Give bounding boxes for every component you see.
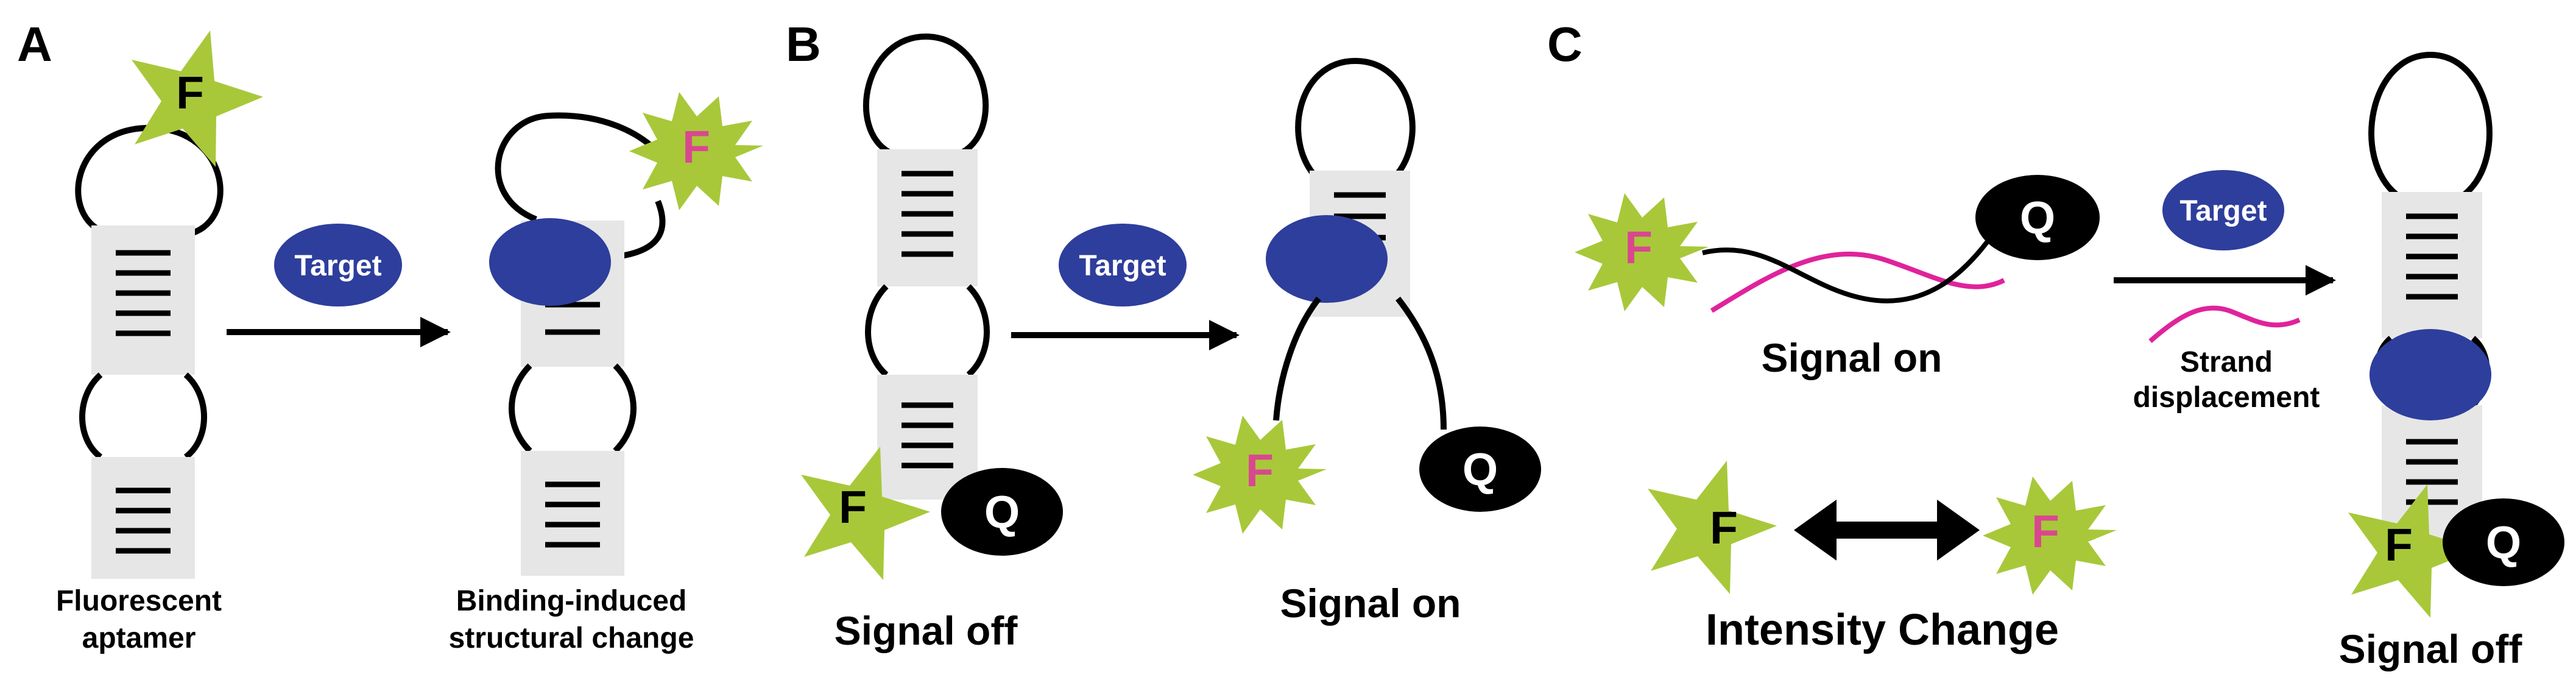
fluorophore-burst: F: [1193, 416, 1327, 534]
double-arrow-left-head: [1794, 500, 1837, 561]
panel-a-letter: A: [17, 17, 52, 71]
fluorophore-label: F: [1710, 502, 1738, 553]
fluorophore-burst-bright: F: [1983, 476, 2117, 595]
quencher-label: Q: [2020, 192, 2055, 243]
quencher-label: Q: [1463, 444, 1498, 495]
fluorescent-aptamer: F: [75, 30, 263, 579]
fluorophore-star: F: [801, 447, 930, 580]
fluorophore-label: F: [839, 481, 867, 533]
target-bound: [489, 218, 611, 306]
fluorophore-label-pink: F: [1246, 445, 1274, 496]
base-pairs-lower: [116, 487, 171, 554]
target-label: Target: [2179, 195, 2267, 227]
arm-right: [1396, 296, 1447, 430]
quencher-ellipse: [941, 468, 1063, 556]
hairpin-bulge-left: [865, 284, 889, 377]
arm-left: [1273, 296, 1321, 421]
base-pairs-upper: [902, 171, 953, 257]
black-strand: [1702, 230, 1997, 303]
base-pairs-upper: [116, 250, 171, 336]
quencher-label: Q: [984, 486, 1020, 537]
displaced-strand: [2148, 305, 2301, 343]
quencher-ellipse: [1419, 427, 1541, 512]
double-arrow-right-head: [1937, 500, 1980, 561]
caption-signal-on: Signal on: [1280, 581, 1461, 626]
fluorophore-label: F: [176, 67, 204, 118]
base-pairs-lower: [902, 402, 953, 469]
open-loop-top: [1295, 57, 1416, 179]
caption-signal-off: Signal off: [835, 608, 1018, 653]
caption-signal-on: Signal on: [1762, 335, 1943, 380]
hairpin-off: F Q: [2348, 51, 2564, 618]
quencher-label: Q: [2486, 517, 2521, 568]
panel-b-letter: B: [786, 17, 821, 71]
bound-bulge-left: [509, 363, 532, 453]
target-ellipse: [1059, 224, 1187, 306]
target-label: Target: [294, 250, 381, 282]
target-ellipse: [2162, 170, 2284, 250]
fluorophore-burst: F: [629, 92, 763, 210]
caption-signal-off: Signal off: [2339, 626, 2523, 671]
aptamer-bulge-left: [79, 372, 103, 459]
fluorophore-burst: F: [1575, 193, 1709, 311]
stem-region-lower: [877, 375, 978, 500]
fluorophore-label-pink: F: [2031, 506, 2059, 557]
stem-region-lower: [91, 457, 195, 579]
panel-b: B F Q Target: [786, 17, 1541, 653]
caption-fluorescent: Fluorescent: [56, 585, 222, 617]
duplex-probe: F Q Signal on: [1575, 175, 2100, 380]
hairpin-bulge-right: [966, 284, 990, 377]
stem-region-lower: [521, 451, 624, 576]
caption-structural-change: structural change: [449, 622, 694, 654]
fluorophore-star: F: [2348, 484, 2477, 618]
hairpin-loop-top: [863, 33, 989, 155]
target-bound: [2370, 329, 2491, 420]
hairpin-on: F Q: [1193, 57, 1541, 534]
quencher-ellipse: [1975, 175, 2100, 260]
fluorophore-label-pink: F: [682, 121, 710, 172]
caption-displacement: displacement: [2133, 381, 2320, 414]
fluorophore-label-pink: F: [1625, 222, 1653, 273]
pink-strand: [1710, 252, 2005, 313]
target-label: Target: [1079, 250, 1166, 282]
bound-aptamer: F: [489, 92, 763, 576]
base-pairs-upper: [2406, 213, 2458, 300]
bound-loop: [495, 112, 657, 222]
stem-region-upper: [91, 225, 195, 375]
hairpin-loop-top: [2368, 51, 2493, 197]
panel-c-letter: C: [1547, 17, 1583, 71]
hairpin-off: F Q: [801, 33, 1063, 580]
aptamer-bulge-right: [183, 372, 207, 459]
base-pairs-lower: [545, 481, 600, 548]
target-bound: [1266, 215, 1388, 303]
stem-region-upper: [877, 149, 978, 286]
caption-intensity-change: Intensity Change: [1706, 606, 2059, 654]
fluorophore-label: F: [2385, 519, 2413, 570]
quencher-ellipse: [2443, 498, 2564, 586]
bound-loop-right: [621, 200, 666, 259]
target-ellipse: [274, 224, 402, 306]
fluorophore-star-dim: F: [1648, 461, 1777, 594]
caption-aptamer: aptamer: [82, 622, 196, 654]
caption-strand: Strand: [2180, 346, 2273, 378]
panel-a: A F Target: [17, 17, 763, 654]
caption-binding-induced: Binding-induced: [456, 585, 687, 617]
intensity-change: F F Intensity Change: [1648, 461, 2117, 654]
fluorophore-star: F: [132, 30, 263, 167]
panel-c: C F Q Signal on Target Strand displaceme…: [1547, 17, 2564, 671]
bound-bulge-right: [613, 363, 637, 453]
